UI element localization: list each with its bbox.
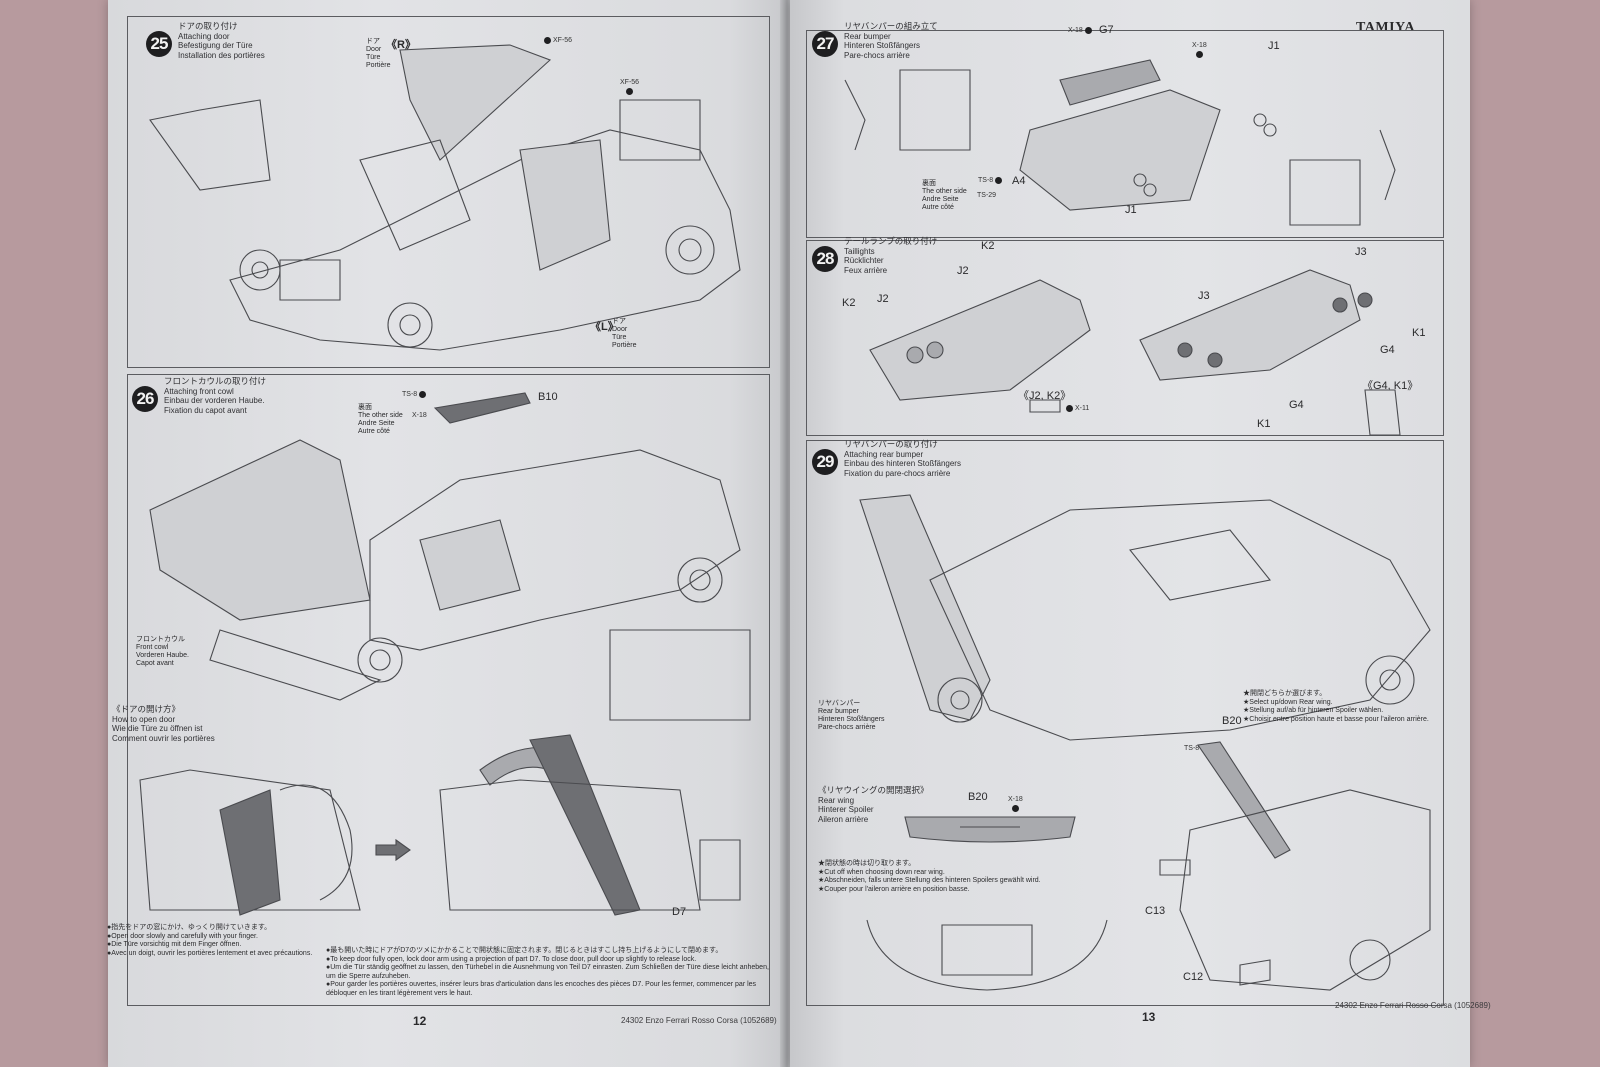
part-label: B10 bbox=[538, 391, 558, 403]
part-j3-label: J3 bbox=[1198, 290, 1210, 302]
step-title: リヤバンパーの組み立て Rear bumper Hinteren Stoßfän… bbox=[844, 21, 938, 60]
paint-callout: TS-8 bbox=[978, 177, 1003, 184]
step-number: 28 bbox=[812, 246, 838, 272]
rear-wing-select-title: 《リヤウイングの開閉選択》 Rear wing Hinterer Spoiler… bbox=[818, 785, 929, 824]
step-29-header: 29 リヤバンパーの取り付け Attaching rear bumper Ein… bbox=[812, 439, 961, 478]
paint-dot-icon bbox=[626, 88, 634, 95]
paint-callout: X-18 bbox=[1192, 42, 1207, 58]
step-number: 26 bbox=[132, 386, 158, 412]
how-to-open-door-title: 《ドアの開け方》 How to open door Wie die Türe z… bbox=[112, 704, 215, 743]
part-g7-label: G7 bbox=[1099, 24, 1114, 36]
part-j1-label: J1 bbox=[1125, 204, 1137, 216]
step-title: リヤバンパーの取り付け Attaching rear bumper Einbau… bbox=[844, 439, 961, 478]
step-26-header: 26 フロントカウルの取り付け Attaching front cowl Ein… bbox=[132, 376, 267, 415]
door-r-tag: 《R》 bbox=[386, 39, 416, 51]
rear-wing-cut-note: ★閉状態の時は切り取ります。 ★Cut off when choosing do… bbox=[818, 860, 1041, 893]
step-28-header: 28 テールランプの取り付け Taillights Rücklichter Fe… bbox=[812, 236, 938, 275]
part-b20-label: B20 bbox=[968, 791, 988, 803]
open-door-step-illustration bbox=[139, 769, 361, 916]
part-d7-label: D7 bbox=[672, 906, 687, 918]
part-k1-label: K1 bbox=[1257, 418, 1271, 430]
paint-callout: X-11 bbox=[1066, 405, 1089, 412]
paint-dot-icon bbox=[544, 37, 551, 44]
other-side-label: 裏面 The other side Andre Seite Autre côté bbox=[358, 404, 403, 435]
step-28-panel bbox=[806, 240, 1444, 436]
part-a4-label: A4 bbox=[1012, 175, 1026, 187]
wing-select-note: ★開閉どちらか選びます。 ★Select up/down Rear wing. … bbox=[1243, 690, 1429, 723]
step-title: テールランプの取り付け Taillights Rücklichter Feux … bbox=[844, 236, 938, 275]
step-27-header: 27 リヤバンパーの組み立て Rear bumper Hinteren Stoß… bbox=[812, 21, 938, 60]
paint-dot-icon bbox=[419, 391, 427, 398]
step-number: 25 bbox=[146, 31, 172, 57]
step-25-header: 25 ドアの取り付け Attaching door Befestigung de… bbox=[146, 21, 265, 60]
part-k2-label: K2 bbox=[842, 297, 856, 309]
step-title: ドアの取り付け Attaching door Befestigung der T… bbox=[178, 21, 265, 60]
part-j2-label: J2 bbox=[877, 293, 889, 305]
rear-bumper-illustration bbox=[844, 59, 1396, 226]
step-25-panel bbox=[127, 16, 770, 368]
taillights-illustration bbox=[869, 269, 1401, 436]
front-cowl-label: フロントカウル Front cowl Vorderen Haube. Capot… bbox=[136, 636, 189, 667]
paint-callout: TS-8 bbox=[402, 391, 427, 398]
door-l-label: ドア Door Türe Portière bbox=[612, 318, 637, 349]
part-k1-label: K1 bbox=[1412, 327, 1426, 339]
j2-k2-tag: 《J2, K2》 bbox=[1018, 390, 1072, 402]
paint-dot-icon bbox=[995, 177, 1003, 184]
paint-callout: XF-56 bbox=[544, 37, 572, 44]
g4-k1-tag: 《G4, K1》 bbox=[1362, 380, 1419, 392]
part-g4-label: G4 bbox=[1380, 344, 1395, 356]
car-door-illustration bbox=[149, 44, 741, 351]
step-title: フロントカウルの取り付け Attaching front cowl Einbau… bbox=[164, 376, 267, 415]
part-k2-label: K2 bbox=[981, 240, 995, 252]
page-number: 13 bbox=[1142, 1010, 1156, 1024]
step-29-panel bbox=[806, 440, 1444, 1006]
part-j2-label: J2 bbox=[957, 265, 969, 277]
other-side-label: 裏面 The other side Andre Seite Autre côté bbox=[922, 180, 967, 211]
paint-dot-icon bbox=[1084, 27, 1092, 34]
door-open-illustration bbox=[439, 734, 741, 916]
paint-callout: XF-56 bbox=[620, 79, 639, 95]
open-door-note: ●指先をドアの窓にかけ、ゆっくり開けていきます。 ●Open door slow… bbox=[107, 924, 313, 957]
paint-dot-icon bbox=[1011, 805, 1019, 812]
part-c12-label: C12 bbox=[1183, 971, 1204, 983]
part-j3-label: J3 bbox=[1355, 246, 1367, 258]
rear-wing-install-illustration bbox=[1159, 741, 1431, 991]
paint-callout: X-18 bbox=[1068, 27, 1092, 34]
lock-door-note: ●最も開いた時にドアがD7のツメにかかることで開状態に固定されます。閉じるときは… bbox=[326, 947, 769, 997]
arrow-right-icon bbox=[375, 838, 411, 862]
paint-dot-icon bbox=[1195, 51, 1203, 58]
part-c13-label: C13 bbox=[1145, 905, 1166, 917]
paint-callout: X-18 bbox=[412, 412, 427, 419]
page-number: 12 bbox=[413, 1014, 427, 1028]
rear-wing-part bbox=[904, 816, 1076, 843]
rear-wing-cut-illustration bbox=[866, 919, 1108, 991]
car-cowl-illustration bbox=[149, 439, 751, 721]
part-j1-label: J1 bbox=[1268, 40, 1280, 52]
kit-code: 24302 Enzo Ferrari Rosso Corsa (1052689) bbox=[1335, 1001, 1491, 1010]
step-number: 27 bbox=[812, 31, 838, 57]
part-g4-label: G4 bbox=[1289, 399, 1304, 411]
paint-callout: TS-29 bbox=[977, 192, 997, 199]
tamiya-logo: TAMIYA bbox=[1356, 20, 1416, 35]
door-l-tag: 《L》 bbox=[590, 321, 619, 333]
rear-bumper-label: リヤバンパー Rear bumper Hinteren Stoßfängers … bbox=[818, 700, 885, 731]
car-rear-bumper-illustration bbox=[859, 494, 1431, 741]
step-26-panel bbox=[127, 374, 770, 1006]
part-b20-label: B20 bbox=[1222, 715, 1242, 727]
front-cowl-part bbox=[433, 392, 531, 424]
paint-dot-icon bbox=[1066, 405, 1073, 412]
paint-callout: X-18 bbox=[1008, 796, 1023, 812]
step-27-panel bbox=[806, 30, 1444, 238]
door-r-label: ドア Door Türe Portière bbox=[366, 38, 391, 69]
step-number: 29 bbox=[812, 449, 838, 475]
kit-code: 24302 Enzo Ferrari Rosso Corsa (1052689) bbox=[621, 1016, 777, 1025]
